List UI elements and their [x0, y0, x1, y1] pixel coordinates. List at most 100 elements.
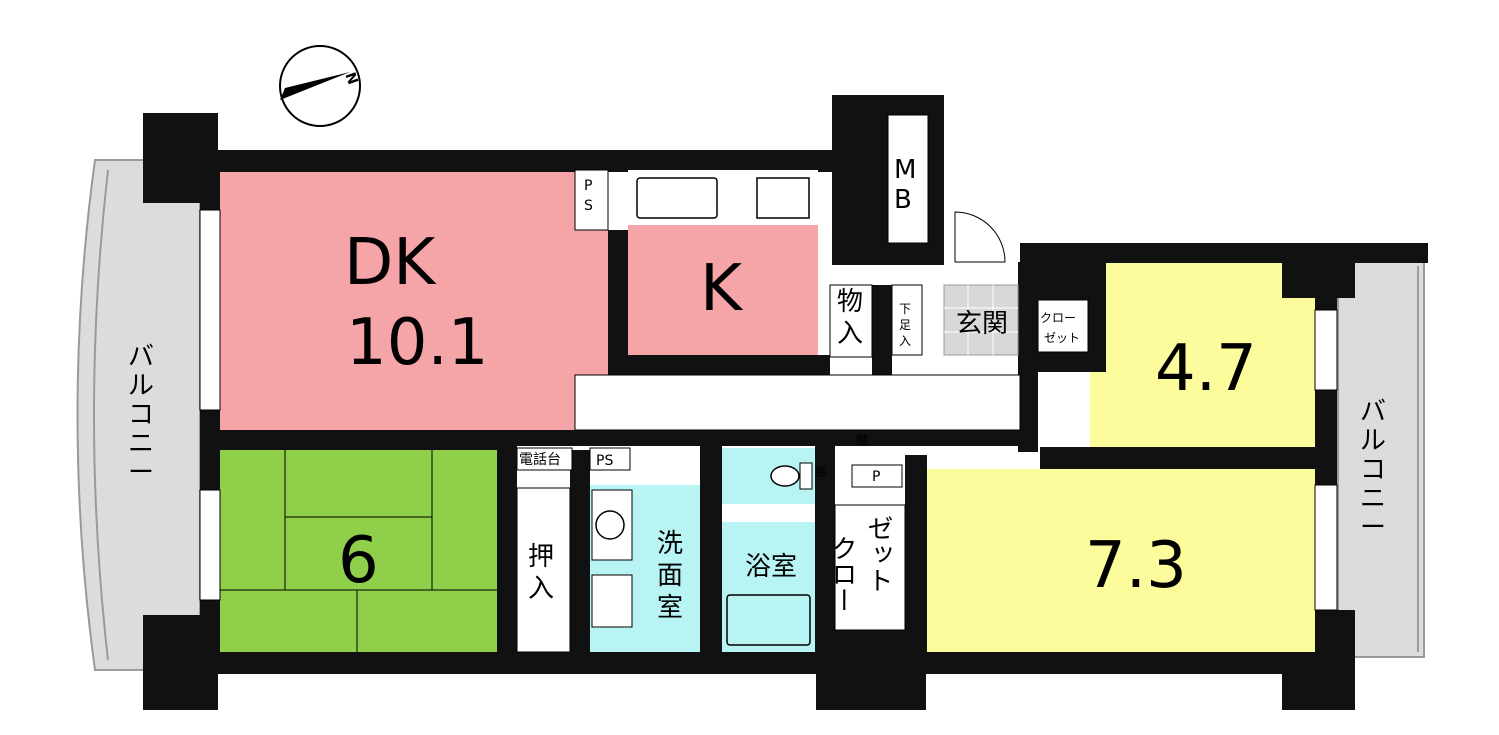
wall-entrance-right	[1018, 262, 1038, 452]
room-north-size: 4.7	[1155, 332, 1257, 406]
room-storage: 物 入	[829, 284, 873, 358]
balcony-east-label-2: ル	[1360, 426, 1386, 456]
balcony-east-floor	[1337, 261, 1425, 658]
balcony-west-label-1: バ	[128, 342, 154, 372]
storage-floor	[829, 284, 873, 358]
room-south-bedroom: 7.3	[927, 469, 1338, 652]
wall-corridor-bottom	[510, 430, 1030, 446]
closet-large-floor	[834, 504, 906, 631]
storage-label-2: 入	[837, 319, 863, 349]
entrance-door-swing	[954, 211, 1006, 263]
wall-dk-bottom	[200, 430, 500, 450]
entrance-label: 玄関	[956, 309, 1008, 339]
balcony-west-label-4: ニ	[128, 429, 154, 459]
room-washroom: 洗 面 室	[590, 485, 700, 652]
room-north-bedroom: 4.7	[1090, 263, 1338, 447]
compass: N	[279, 45, 361, 127]
shoe-box-label-2: 足	[899, 318, 911, 332]
balcony-west-label-3: コ	[128, 400, 154, 430]
washroom-label-2: 面	[657, 561, 683, 591]
room-dk-size: 10.1	[346, 306, 489, 380]
washitsu-size: 6	[338, 524, 379, 598]
ps-mid-label: PS	[596, 453, 613, 469]
kitchen-sink	[636, 177, 718, 219]
wall-east-divider	[1040, 447, 1335, 469]
wall-kitchen-left	[608, 230, 628, 370]
room-closet-large: クロー ゼット	[827, 504, 906, 631]
room-dk: P S DK 10.1	[199, 169, 609, 430]
balcony-west-label-2: ル	[128, 371, 154, 401]
closet-small-label-2: ゼット	[1044, 331, 1080, 345]
balcony-east-label-5: ー	[1360, 513, 1386, 543]
toilet-tank	[799, 462, 813, 490]
washroom-washer	[591, 574, 633, 628]
wall-wash-right	[700, 430, 722, 670]
room-mb: M B	[887, 114, 929, 244]
compass-north-label: N	[341, 70, 360, 86]
p-box	[851, 464, 903, 488]
balcony-west: バ ル コ ニ ー	[76, 159, 201, 671]
balcony-west-floor	[76, 159, 201, 671]
compass-needle	[280, 72, 350, 100]
washitsu-window	[199, 489, 221, 601]
room-kitchen-floor	[628, 225, 818, 355]
room-north-window	[1314, 309, 1338, 391]
balcony-east: バ ル コ ニ ー	[1337, 261, 1425, 658]
room-oshiire: 押 入	[516, 487, 571, 653]
wall-washitsu-right	[497, 430, 517, 670]
wall-storage-right	[872, 285, 892, 375]
wall-bath-right	[815, 430, 835, 670]
shelf-toilet-label: 棚	[815, 464, 827, 479]
entrance-floor	[943, 284, 1019, 356]
phone-box	[516, 447, 573, 471]
bath-label: 浴室	[745, 552, 797, 582]
ps-top-label-1: P	[584, 178, 592, 194]
mb-box	[887, 114, 929, 244]
closet-small-label-1: クロー	[1040, 311, 1076, 325]
closet-small-floor	[1037, 299, 1089, 353]
corridor-floor	[574, 374, 1021, 431]
oshiire-floor	[516, 487, 571, 653]
room-north-floor	[1090, 263, 1315, 447]
phone-label: 電話台	[519, 451, 561, 468]
room-shoe-box: 下 足 入	[891, 284, 923, 356]
shelf-hall-label: 棚	[856, 432, 868, 447]
room-dk-name: DK	[344, 226, 437, 300]
toilet-bowl	[770, 465, 800, 487]
room-south-floor	[927, 469, 1315, 652]
shoe-box-label-1: 下	[899, 302, 911, 316]
room-washitsu: 6	[199, 450, 497, 652]
room-entrance: 玄関	[943, 211, 1019, 356]
mb-label-2: B	[894, 185, 912, 215]
washroom-label-1: 洗	[657, 529, 683, 559]
shoe-box-floor	[891, 284, 923, 356]
ps-mid-box	[589, 447, 631, 471]
washroom-label-3: 室	[657, 593, 683, 623]
room-toilet: 棚	[722, 448, 827, 504]
room-p: P	[851, 464, 903, 488]
ps-top-box	[574, 169, 609, 231]
ps-top-label-2: S	[584, 198, 593, 214]
dk-window-west	[199, 209, 221, 411]
closet-large-label-2: ゼット	[863, 515, 893, 593]
balcony-east-label-4: ニ	[1360, 484, 1386, 514]
room-kitchen: K	[628, 170, 818, 355]
wall-east-top	[1020, 243, 1428, 263]
wall-closet-right	[905, 455, 927, 670]
room-dk-floor	[220, 172, 608, 430]
p-label: P	[872, 469, 880, 485]
room-bath: 浴室	[722, 522, 815, 652]
washitsu-floor	[220, 450, 497, 652]
kitchen-stove	[756, 177, 810, 219]
oshiire-label-2: 入	[528, 574, 554, 604]
bath-tub	[726, 594, 811, 646]
mb-label-1: M	[894, 155, 916, 185]
room-south-window	[1314, 484, 1338, 611]
balcony-east-label-3: コ	[1360, 455, 1386, 485]
wall-bottom	[200, 652, 1335, 674]
wall-oshiire-right	[570, 450, 590, 670]
wall-kitchen-bottom	[608, 355, 830, 375]
compass-circle	[279, 45, 361, 127]
washroom-basin	[595, 510, 625, 540]
